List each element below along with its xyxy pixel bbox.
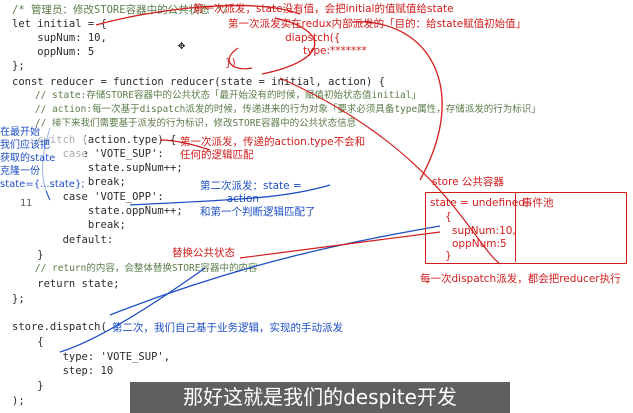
note-replace-state: 替换公共状态 — [172, 247, 235, 259]
store-divider — [515, 192, 516, 262]
code-line: return state; — [12, 278, 120, 290]
store-title: store 公共容器 — [432, 176, 504, 188]
code-line: type: 'VOTE_SUP', — [12, 351, 171, 363]
code-line: // 接下来我们需要基于派发的行为标识，修改STORE容器中的公共状态信息 — [12, 118, 357, 129]
code-line: case 'VOTE_OPP': — [12, 191, 164, 203]
code-line: store.dispatch( — [12, 321, 107, 333]
code-line: supNum: 10, — [12, 32, 107, 44]
code-line: } — [12, 380, 44, 392]
code-line: } — [12, 249, 44, 261]
code-line: state.supNum++; — [12, 162, 183, 174]
note-clone-state: 在最开始 我们应该把 获取的state 克隆一份 state={...state… — [0, 126, 85, 191]
code-line: break; — [87, 176, 126, 188]
code-line: // state:存储STORE容器中的公共状态「最开始没有的时候，赋值初始状态… — [12, 90, 421, 101]
note-second-dispatch: 第二次派发：state = action 和第一个判断逻辑匹配了 — [200, 180, 316, 218]
event-pool: 事件池 — [522, 197, 554, 209]
store-obj-close: } — [445, 250, 452, 262]
code-line: ); — [12, 395, 25, 407]
note-first-match: 第一次派发，传递的action.type不会和 任何的逻辑匹配 — [180, 136, 366, 161]
store-obj-open: { — [445, 211, 452, 223]
code-line: // return的内容，会整体替换STORE容器中的内容 — [12, 263, 258, 274]
store-opp: oppNum:5 — [452, 238, 507, 250]
code-line: }; — [12, 293, 25, 305]
line-number: 11 — [20, 198, 33, 209]
code-line: }; — [12, 60, 25, 72]
video-caption: 那好这就是我们的despite开发 — [130, 382, 510, 413]
move-cursor-icon: ✥ — [178, 38, 186, 52]
store-state: state = undefined — [430, 197, 525, 209]
note-first-dispatch-goal: 第一次派发实在redux内部派发的「目的：给state赋值初始值」 — [228, 18, 527, 30]
note-type-label: type:******* — [303, 45, 367, 57]
note-first-dispatch: 第一次派发，state没有值，会把initial的值赋值给state — [193, 3, 454, 15]
store-box — [425, 192, 627, 264]
code-line: { — [12, 336, 44, 348]
note-reducer-exec: 每一次dispatch派发，都会把reducer执行 — [420, 273, 621, 285]
code-line: state.oppNum++; — [12, 205, 183, 217]
code-line: break; — [12, 219, 126, 231]
code-line: step: 10 — [12, 365, 114, 377]
note-dispatch-label: diapstch({ — [285, 32, 341, 44]
code-line: oppNum: 5 — [12, 46, 95, 58]
store-sup: supNum:10, — [452, 225, 516, 237]
code-line: // action:每一次基于dispatch派发的时候，传递进来的行为对象「要… — [12, 104, 541, 115]
note-second-manual: 第二次，我们自己基于业务逻辑，实现的手动派发 — [112, 322, 343, 334]
note-close-label: }) — [225, 57, 236, 69]
code-line: const reducer = function reducer(state =… — [12, 76, 385, 88]
code-line: let initial = { — [12, 18, 107, 30]
code-line: default: — [12, 234, 114, 246]
